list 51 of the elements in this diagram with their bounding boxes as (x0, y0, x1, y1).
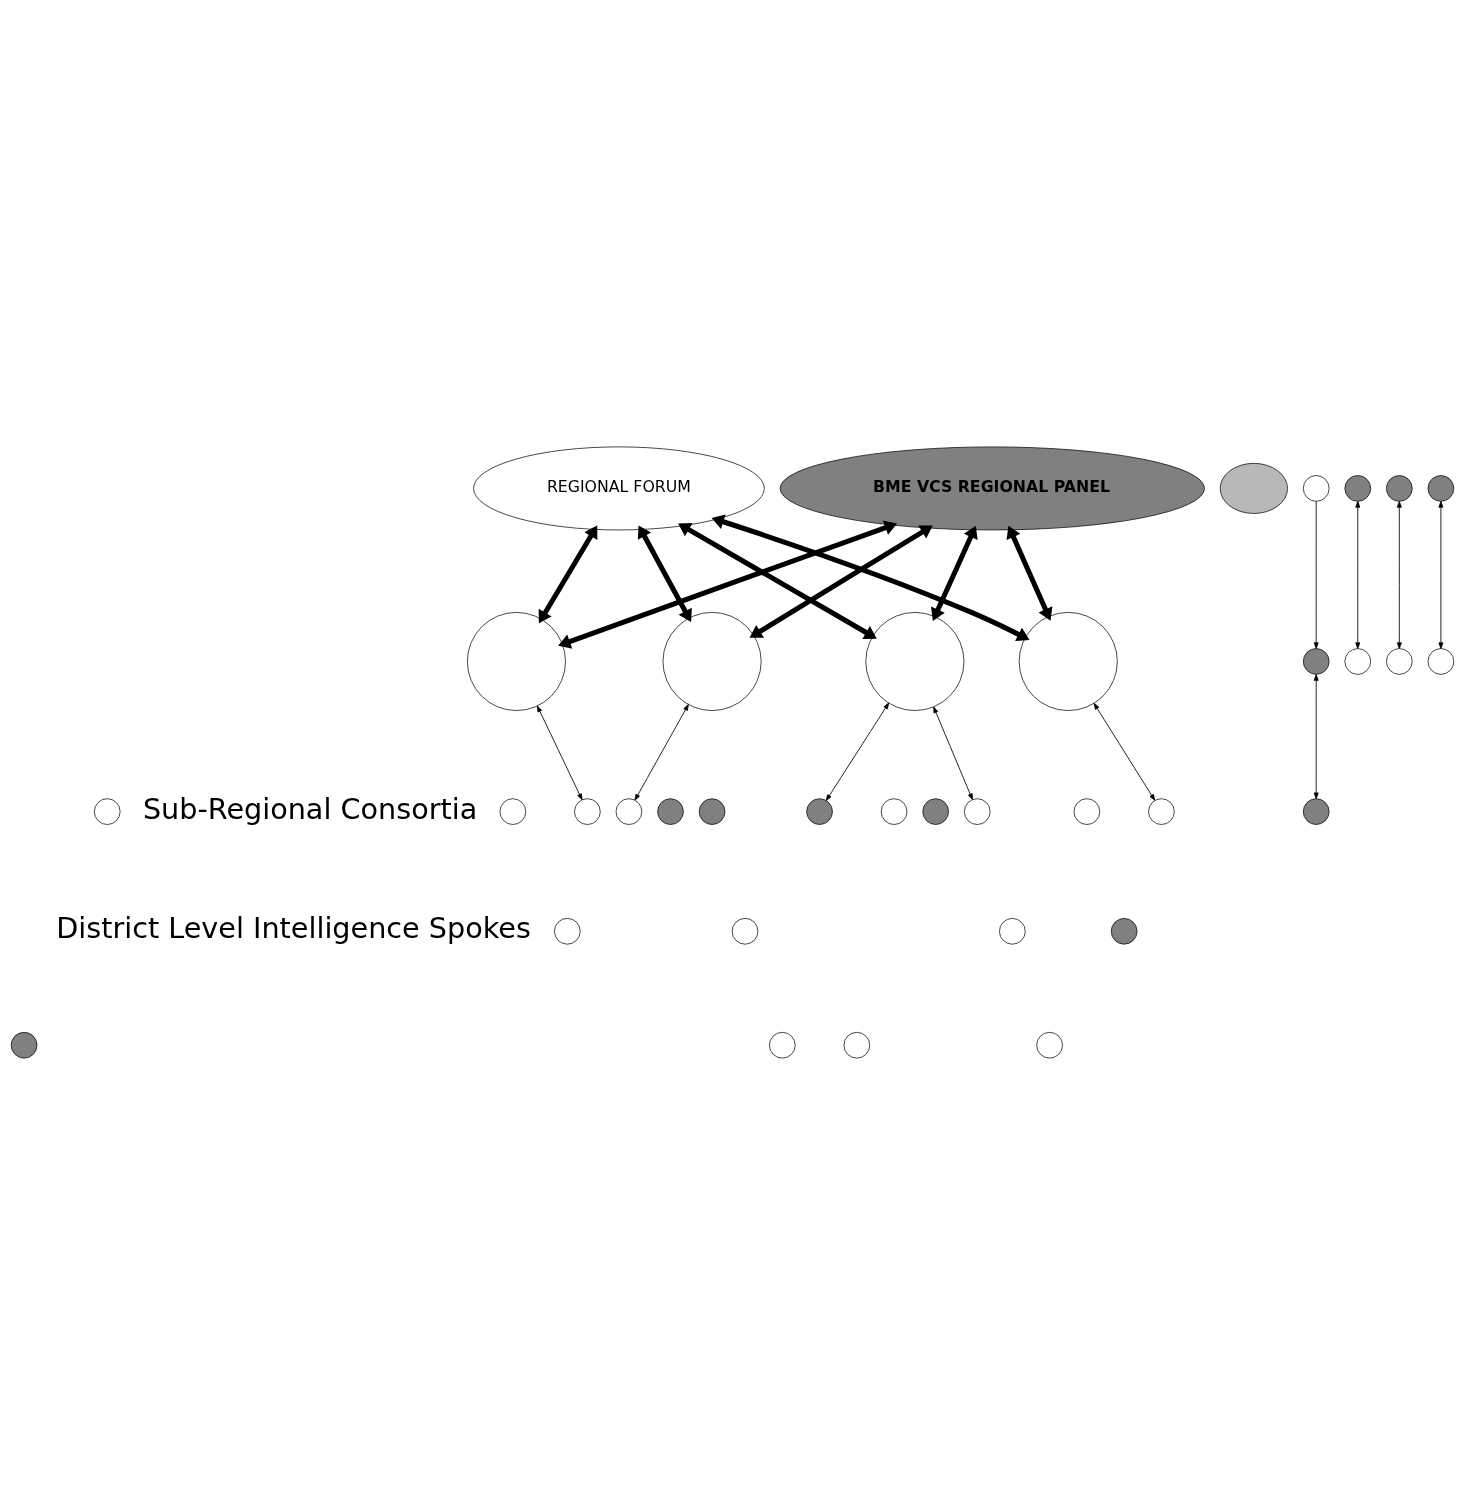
node-circle (1427, 474, 1455, 502)
node-circle (657, 797, 684, 825)
node-circle (1148, 797, 1175, 825)
node-ellipse (1219, 462, 1288, 514)
node-circle (843, 1031, 871, 1058)
arrow (749, 525, 933, 638)
node-circle (999, 917, 1026, 945)
node-circle (1110, 917, 1138, 945)
node-circle (1344, 474, 1371, 502)
arrow (637, 524, 692, 622)
node-circle (574, 797, 601, 825)
arrow (1313, 500, 1319, 649)
node-circle (1302, 647, 1330, 675)
node-circle (963, 797, 991, 825)
node-circle (806, 797, 833, 825)
arrow (825, 702, 890, 801)
node-circle (1302, 474, 1330, 502)
node-circle (94, 797, 121, 825)
node-circle (880, 797, 908, 825)
node-circle (1386, 647, 1413, 675)
node-circle (769, 1031, 796, 1058)
node-circle (1344, 647, 1371, 675)
arrow (558, 520, 898, 649)
arrow (711, 514, 1030, 641)
arrow (1313, 673, 1319, 799)
label: District Level Intelligence Spokes (56, 910, 531, 945)
node-circle (1386, 474, 1413, 502)
arrow (933, 706, 973, 800)
arrow (1093, 702, 1156, 801)
arrow (536, 705, 583, 800)
node-circle (615, 797, 643, 825)
arrow (1006, 525, 1053, 621)
node-circle (554, 917, 581, 945)
arrow (1355, 500, 1361, 649)
arrow (1396, 500, 1402, 649)
arrow (1438, 500, 1444, 649)
node-circle (10, 1031, 38, 1058)
node-ellipse: BME VCS REGIONAL PANEL (779, 446, 1205, 530)
node-circle (1427, 647, 1455, 675)
node-circle (499, 797, 527, 825)
node-circle (1073, 797, 1101, 825)
node-circle (922, 797, 949, 825)
arrow (931, 525, 978, 621)
arrow (678, 522, 877, 639)
arrow (634, 703, 689, 801)
arrow (538, 524, 598, 623)
node-circle (698, 797, 726, 825)
node-circle (1036, 1031, 1063, 1058)
node-circle (731, 917, 759, 945)
node-circle (1302, 797, 1330, 825)
label: Sub-Regional Consortia (142, 791, 478, 826)
